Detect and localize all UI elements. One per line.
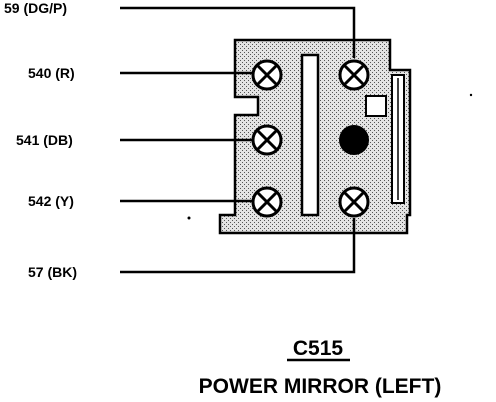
terminal-542 xyxy=(251,186,283,218)
wire-label-542: 542 (Y) xyxy=(28,193,74,209)
wire-label-57: 57 (BK) xyxy=(28,264,77,280)
terminal-541 xyxy=(251,124,283,156)
wire-label-540: 540 (R) xyxy=(28,65,75,81)
housing-divider xyxy=(300,53,320,217)
wire-57 xyxy=(120,218,356,274)
terminal-59 xyxy=(338,59,370,91)
terminal-540 xyxy=(251,59,283,91)
wire-label-59: 59 (DG/P) xyxy=(4,0,67,16)
terminal-57 xyxy=(338,186,370,218)
wire-label-541: 541 (DB) xyxy=(16,132,73,148)
stray-mark xyxy=(187,216,191,220)
wire-59 xyxy=(120,6,356,58)
connector-id: C515 xyxy=(293,337,344,360)
terminal-empty-filled xyxy=(339,125,369,155)
housing-notch xyxy=(365,95,387,117)
stray-mark xyxy=(469,93,473,97)
connector-name: POWER MIRROR (LEFT) xyxy=(199,375,442,398)
